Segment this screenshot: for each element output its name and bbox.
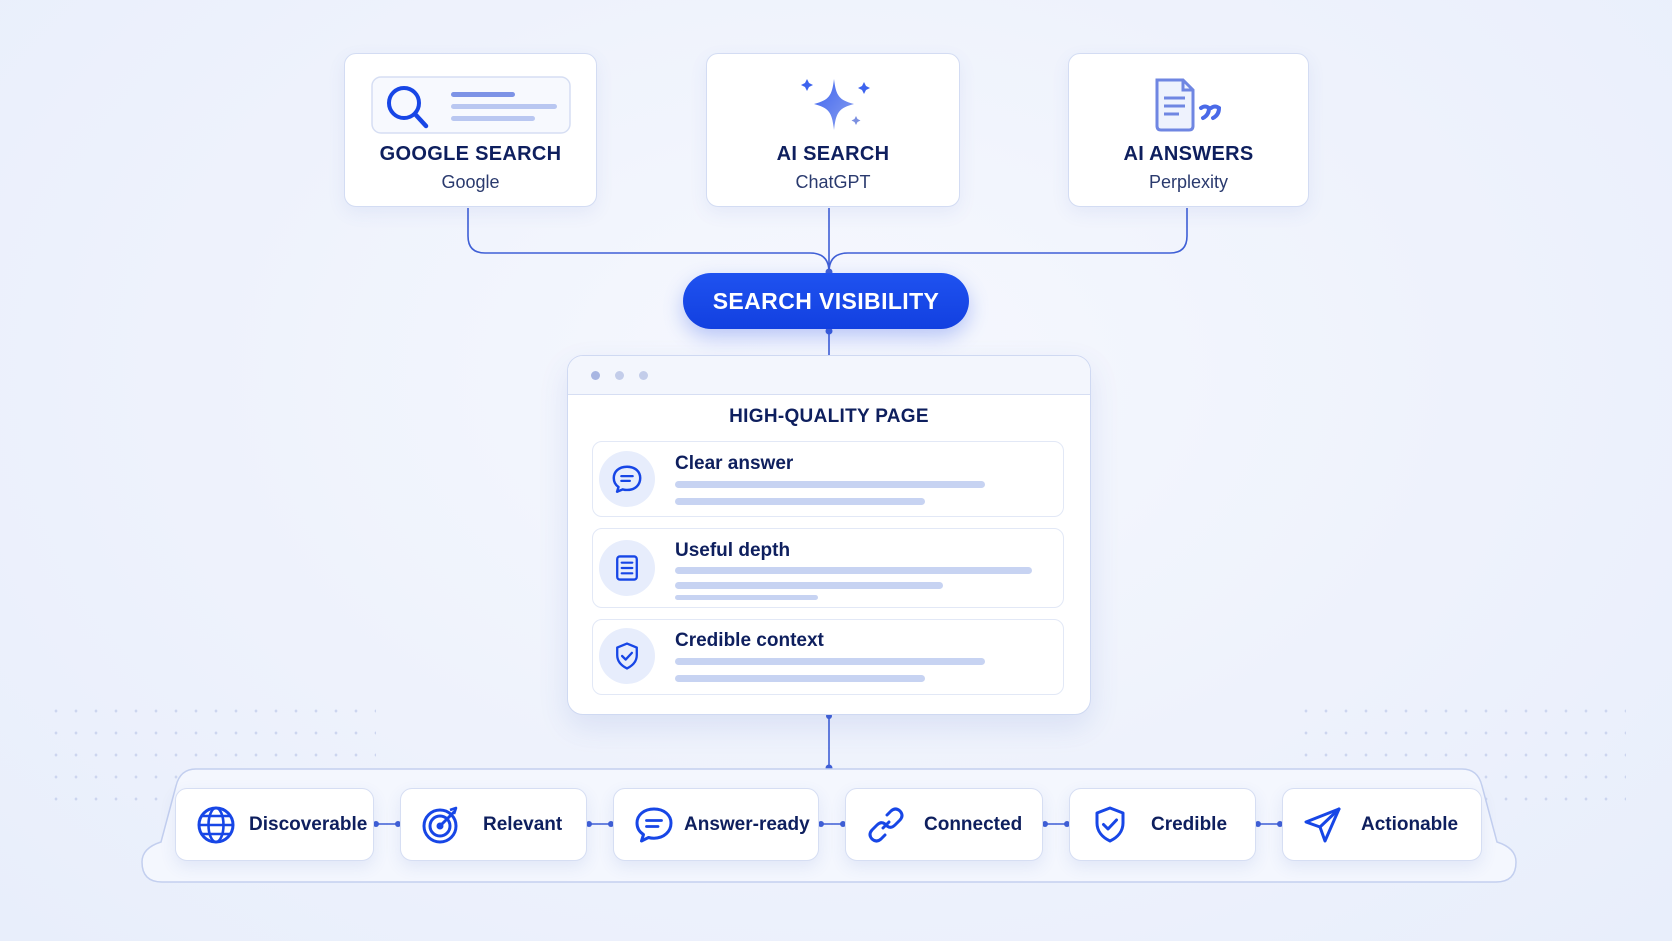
text-placeholder-line (675, 498, 925, 505)
source-title: AI ANSWERS (1123, 143, 1254, 165)
document-lines-icon (599, 540, 655, 596)
window-title-bar (568, 356, 1090, 395)
attribute-discoverable: Discoverable (175, 788, 374, 861)
attribute-label: Actionable (1361, 814, 1459, 835)
text-placeholder-line (675, 675, 925, 682)
attribute-label: Credible (1151, 814, 1228, 835)
attribute-label: Relevant (483, 814, 563, 835)
target-icon (422, 806, 458, 844)
feature-label: Credible context (675, 630, 824, 651)
connector-google (467, 208, 830, 273)
source-card-google-search: GOOGLE SEARCH Google (344, 53, 597, 207)
shield-check-icon (599, 628, 655, 684)
source-subtitle: Perplexity (1148, 172, 1229, 192)
chat-bubble-icon (635, 807, 673, 843)
source-card-ai-answers: AI ANSWERS Perplexity (1068, 53, 1309, 207)
shield-check-icon (1095, 806, 1125, 843)
search-visibility-badge: SEARCH VISIBILITY (683, 273, 969, 329)
attribute-connected: Connected (845, 788, 1043, 861)
source-subtitle: Google (441, 172, 500, 192)
attribute-label: Discoverable (249, 814, 368, 835)
feature-label: Useful depth (675, 540, 791, 561)
text-placeholder-line (675, 595, 818, 600)
chat-bubble-icon (599, 451, 655, 507)
feature-label: Clear answer (675, 453, 794, 474)
attribute-answer-ready: Answer-ready (613, 788, 819, 861)
window-dot (615, 371, 624, 380)
magnifier-icon (387, 86, 429, 129)
sparkle-icon (801, 79, 870, 130)
search-result-illustration (371, 76, 571, 134)
attribute-label: Connected (924, 814, 1023, 835)
text-placeholder-line (675, 658, 985, 665)
attribute-credible: Credible (1069, 788, 1256, 861)
source-subtitle: ChatGPT (795, 172, 871, 192)
text-placeholder-line (675, 582, 943, 589)
window-dot (591, 371, 600, 380)
feature-row-useful-depth: Useful depth (592, 528, 1064, 608)
attribute-actionable: Actionable (1282, 788, 1482, 861)
window-dot (639, 371, 648, 380)
text-placeholder-line (675, 567, 1032, 574)
document-quote-icon (1155, 78, 1222, 132)
send-icon (1304, 807, 1341, 843)
feature-row-credible-context: Credible context (592, 619, 1064, 695)
link-icon (868, 807, 904, 843)
attribute-label: Answer-ready (684, 814, 810, 835)
globe-icon (197, 806, 235, 844)
source-card-ai-search: AI SEARCH ChatGPT (706, 53, 960, 207)
text-placeholder-line (675, 481, 985, 488)
feature-row-clear-answer: Clear answer (592, 441, 1064, 517)
source-title: GOOGLE SEARCH (379, 143, 562, 165)
connector-ai-answers (828, 208, 1188, 273)
attribute-relevant: Relevant (400, 788, 587, 861)
page-title: HIGH-QUALITY PAGE (729, 406, 929, 427)
source-title: AI SEARCH (776, 143, 890, 165)
high-quality-page-window: HIGH-QUALITY PAGE Clear answer Useful de… (567, 355, 1091, 715)
